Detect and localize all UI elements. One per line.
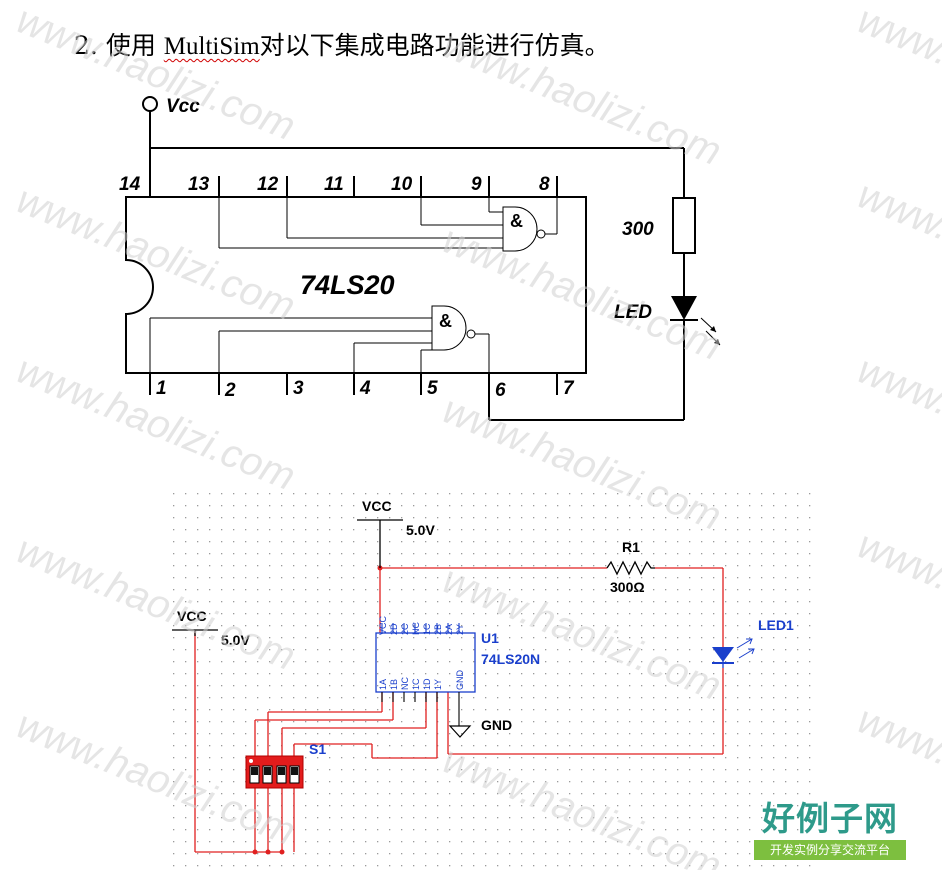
chip-pin-label: 1A bbox=[378, 679, 388, 690]
pin-label: 9 bbox=[471, 174, 482, 195]
chip-pin-label: 1D bbox=[422, 678, 432, 690]
pin-label: 8 bbox=[539, 174, 550, 195]
chip-pin-label: NC bbox=[411, 622, 421, 635]
multisim-schematic: VCC 2D 2C NC 1C 2B 2A 2Y 1A 1B NC 1C 1D … bbox=[166, 490, 816, 870]
schematic-grid bbox=[166, 490, 816, 870]
logo-main-text: 好例子网 bbox=[762, 799, 898, 838]
pin-label: 3 bbox=[293, 378, 304, 399]
switch-ref: S1 bbox=[309, 741, 326, 757]
question-number: 2. bbox=[74, 31, 98, 60]
pin-label: 6 bbox=[495, 380, 506, 401]
software-name: MultiSim bbox=[163, 33, 260, 60]
chip-pin-label: 1C bbox=[422, 623, 432, 635]
led-label: LED bbox=[614, 302, 652, 323]
circuit-diagram-74ls20: Vcc 74LS20 14 13 12 11 10 9 8 1 2 3 4 5 … bbox=[119, 96, 721, 421]
chip-pin-label: GND bbox=[455, 670, 465, 691]
chip-label: 74LS20 bbox=[300, 270, 395, 300]
question-text: 2. 使用 MultiSim对以下集成电路功能进行仿真。 bbox=[74, 26, 610, 62]
resistor-label: 300 bbox=[622, 219, 654, 240]
chip-pin-label: 1B bbox=[389, 679, 399, 690]
pin-label: 4 bbox=[359, 378, 371, 399]
chip-pin-label: 1C bbox=[411, 678, 421, 690]
vcc2-value: 5.0V bbox=[221, 632, 250, 648]
pin-label: 14 bbox=[119, 174, 141, 195]
pin-label: 13 bbox=[188, 174, 210, 195]
chip-pin-label: 2Y bbox=[455, 624, 465, 635]
chip-part: 74LS20N bbox=[481, 651, 540, 667]
dip-switch-s1[interactable] bbox=[245, 755, 304, 789]
chip-pin-label: 2B bbox=[433, 624, 443, 635]
vcc-label: Vcc bbox=[166, 96, 200, 117]
chip-pin-label: 2C bbox=[400, 623, 410, 635]
chip-pin-label: NC bbox=[400, 677, 410, 690]
vcc2-label: VCC bbox=[177, 608, 207, 624]
gnd-label: GND bbox=[481, 717, 512, 733]
pin-label: 11 bbox=[324, 174, 344, 195]
chip-ref: U1 bbox=[481, 630, 499, 646]
question-after: 对以下集成电路功能进行仿真。 bbox=[259, 31, 610, 60]
site-logo[interactable]: 好例子网 开发实例分享交流平台 bbox=[750, 800, 910, 864]
pin-label: 7 bbox=[563, 378, 575, 399]
pin-label: 1 bbox=[156, 378, 167, 399]
logo-sub-text: 开发实例分享交流平台 bbox=[754, 840, 906, 860]
pin-label: 2 bbox=[224, 380, 236, 401]
pin-label: 5 bbox=[427, 378, 438, 399]
gate-symbol: & bbox=[510, 211, 523, 231]
resistor-ref: R1 bbox=[622, 539, 640, 555]
resistor-value: 300Ω bbox=[610, 579, 645, 595]
vcc1-label: VCC bbox=[362, 498, 392, 514]
pin-label: 10 bbox=[391, 174, 413, 195]
chip-pin-label: 2A bbox=[444, 624, 454, 635]
question-before: 使用 bbox=[105, 31, 156, 60]
chip-pin-label: 1Y bbox=[433, 679, 443, 690]
led-ref: LED1 bbox=[758, 617, 794, 633]
chip-pin-label: 2D bbox=[389, 623, 399, 635]
chip-pin-label: VCC bbox=[378, 615, 388, 635]
vcc1-value: 5.0V bbox=[406, 522, 435, 538]
pin-label: 12 bbox=[257, 174, 279, 195]
gate-symbol: & bbox=[439, 311, 452, 331]
